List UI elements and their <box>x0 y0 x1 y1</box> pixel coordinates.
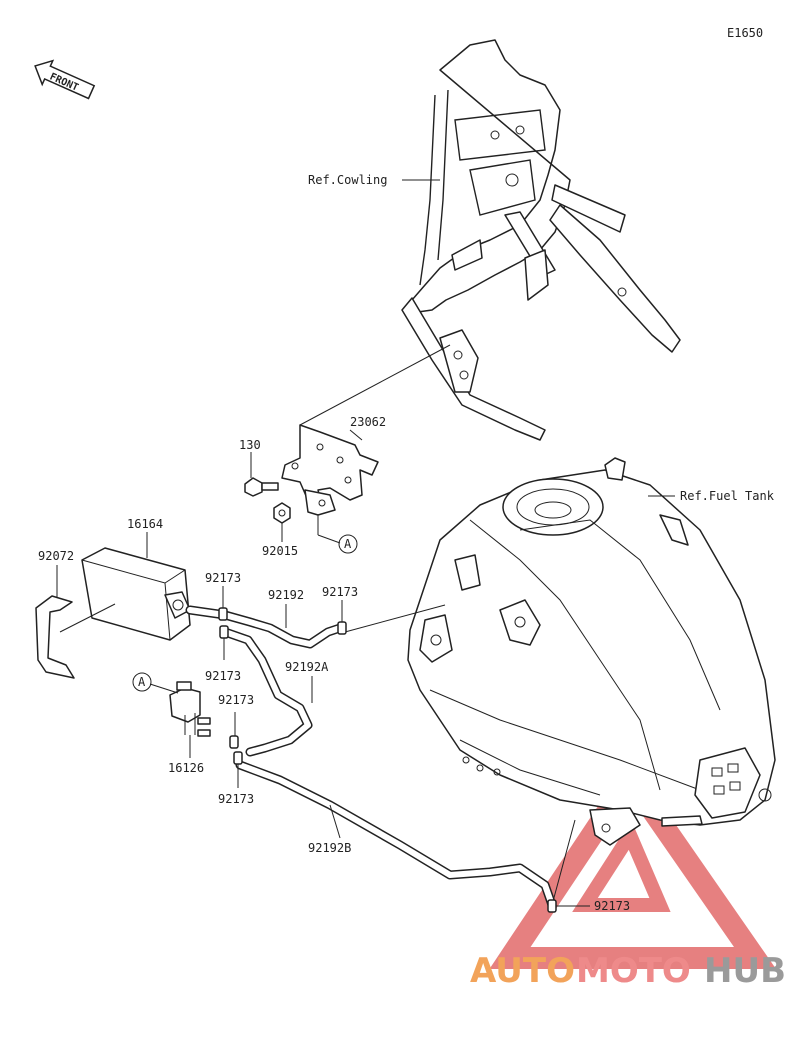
callout-23062: 23062 <box>350 415 386 429</box>
bolt-130 <box>244 477 279 497</box>
callout-92192: 92192 <box>268 588 304 602</box>
watermark-word-auto: AUTO <box>470 951 575 991</box>
bracket-23062 <box>281 424 379 516</box>
callout-92192b: 92192B <box>308 841 351 855</box>
clamp-92173-a <box>218 607 228 621</box>
fuel-tank <box>407 457 776 846</box>
clamp-92173-c <box>219 625 229 639</box>
callout-16164: 16164 <box>127 517 163 531</box>
callout-16126: 16126 <box>168 761 204 775</box>
cowling-subframe <box>401 39 681 441</box>
front-arrow-icon: FRONT <box>34 59 96 100</box>
bracket-92072 <box>35 595 75 679</box>
solenoid-valve-16126 <box>169 681 211 737</box>
canister-16164 <box>81 547 191 641</box>
nut-92015 <box>273 502 291 524</box>
clamp-92173-d <box>229 735 239 749</box>
hose-92192b <box>235 760 557 910</box>
callout-92173-a: 92173 <box>205 571 241 585</box>
watermark-logo: AUTO MOTO HUB <box>470 951 786 991</box>
ref-a-top: A <box>344 537 352 551</box>
callout-92015: 92015 <box>262 544 298 558</box>
diagram-code: E1650 <box>727 26 763 40</box>
callout-92173-d: 92173 <box>218 693 254 707</box>
callout-92072: 92072 <box>38 549 74 563</box>
callout-92173-f: 92173 <box>594 899 630 913</box>
clamp-92173-f <box>547 899 557 913</box>
hose-92192 <box>185 605 345 649</box>
callout-92192a: 92192A <box>285 660 329 674</box>
watermark-word-hub: HUB <box>704 951 786 991</box>
hose-92192a <box>220 627 313 757</box>
callout-92173-c: 92173 <box>205 669 241 683</box>
watermark-word-moto: MOTO <box>576 951 691 991</box>
callout-130: 130 <box>239 438 261 452</box>
clamp-92173-e <box>233 751 243 765</box>
ref-a-bottom: A <box>138 675 146 689</box>
callout-ref-cowling: Ref.Cowling <box>308 173 387 187</box>
callout-92173-e: 92173 <box>218 792 254 806</box>
callout-92173-b: 92173 <box>322 585 358 599</box>
callout-ref-fuel-tank: Ref.Fuel Tank <box>680 489 775 503</box>
watermark-triangle <box>489 758 777 969</box>
clamp-92173-b <box>337 621 347 635</box>
